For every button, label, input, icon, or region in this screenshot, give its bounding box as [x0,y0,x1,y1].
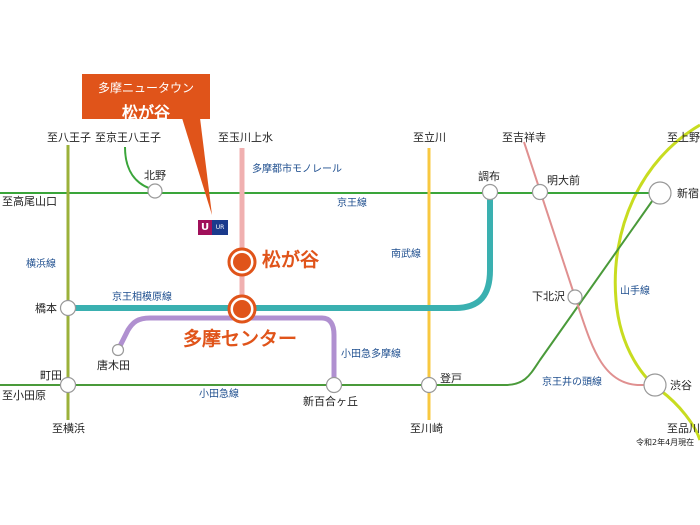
line-label-monorail: 多摩都市モノレール [252,164,342,175]
line-label-nambu: 南武線 [391,249,421,260]
label-chofu: 調布 [478,170,500,183]
line-label-inokashira: 京王井の頭線 [542,377,602,388]
station-shinjuku[interactable] [648,181,672,205]
station-shibuya[interactable] [643,373,667,397]
label-machida: 町田 [40,369,62,382]
station-hashimoto[interactable] [59,299,77,317]
yamanote-line [613,123,700,441]
label-shimokitazawa: 下北沢 [532,290,565,303]
label-shinjuku: 新宿 [677,187,699,200]
direction-shinagawa: 至品川 [667,422,700,435]
direction-odawara: 至小田原 [2,389,46,402]
station-karakida[interactable] [111,343,125,357]
direction-kichijoji: 至吉祥寺 [502,131,546,144]
line-label-yokohama: 横浜線 [26,259,56,270]
direction-hachioji: 至八王子 [47,131,91,144]
station-meidaimae[interactable] [531,183,549,201]
direction-kawasaki: 至川崎 [410,422,443,435]
direction-yokohama: 至横浜 [52,422,85,435]
callout-subtitle: 多摩ニュータウン [97,81,194,95]
station-machida[interactable] [59,376,77,394]
odakyu-line [0,196,656,386]
station-tama-center-marker[interactable] [227,294,257,324]
station-shimokitazawa[interactable] [567,289,583,305]
line-label-odakyu-tama: 小田急多摩線 [341,349,401,360]
keio-sagamihara-line [68,193,493,311]
label-karakida: 唐木田 [97,359,130,372]
inokashira-line [523,141,655,386]
direction-tamagawajosui: 至玉川上水 [218,131,273,144]
station-kitano[interactable] [147,183,163,199]
label-shinyurigaoka: 新百合ヶ丘 [303,395,358,408]
ur-logo: U UR [198,220,228,235]
callout-box: 多摩ニュータウン 松が谷 [82,74,210,122]
matsugaya-label: 松が谷 [262,249,320,271]
tama-center-label: 多摩センター [183,328,298,350]
label-shibuya: 渋谷 [670,379,692,392]
callout-title: 松が谷 [121,103,170,122]
station-chofu[interactable] [481,183,499,201]
as-of-note: 令和2年4月現在 [636,438,695,447]
line-label-sagamihara: 京王相模原線 [112,292,172,303]
station-matsugaya-marker[interactable] [227,247,257,277]
direction-tachikawa: 至立川 [413,131,446,144]
label-noborito: 登戸 [440,372,462,385]
line-label-yamanote: 山手線 [620,286,650,297]
direction-takaosanguchi: 至高尾山口 [2,195,57,208]
callout-pointer [182,118,212,215]
label-meidaimae: 明大前 [547,174,580,187]
station-noborito[interactable] [420,376,438,394]
direction-keio-hachioji: 至京王八王子 [95,131,161,144]
direction-ueno: 至上野 [667,131,700,144]
label-kitano: 北野 [144,169,166,182]
line-label-keio: 京王線 [337,198,367,209]
station-shinyurigaoka[interactable] [325,376,343,394]
label-hashimoto: 橋本 [35,302,57,315]
line-label-odakyu: 小田急線 [199,389,239,400]
